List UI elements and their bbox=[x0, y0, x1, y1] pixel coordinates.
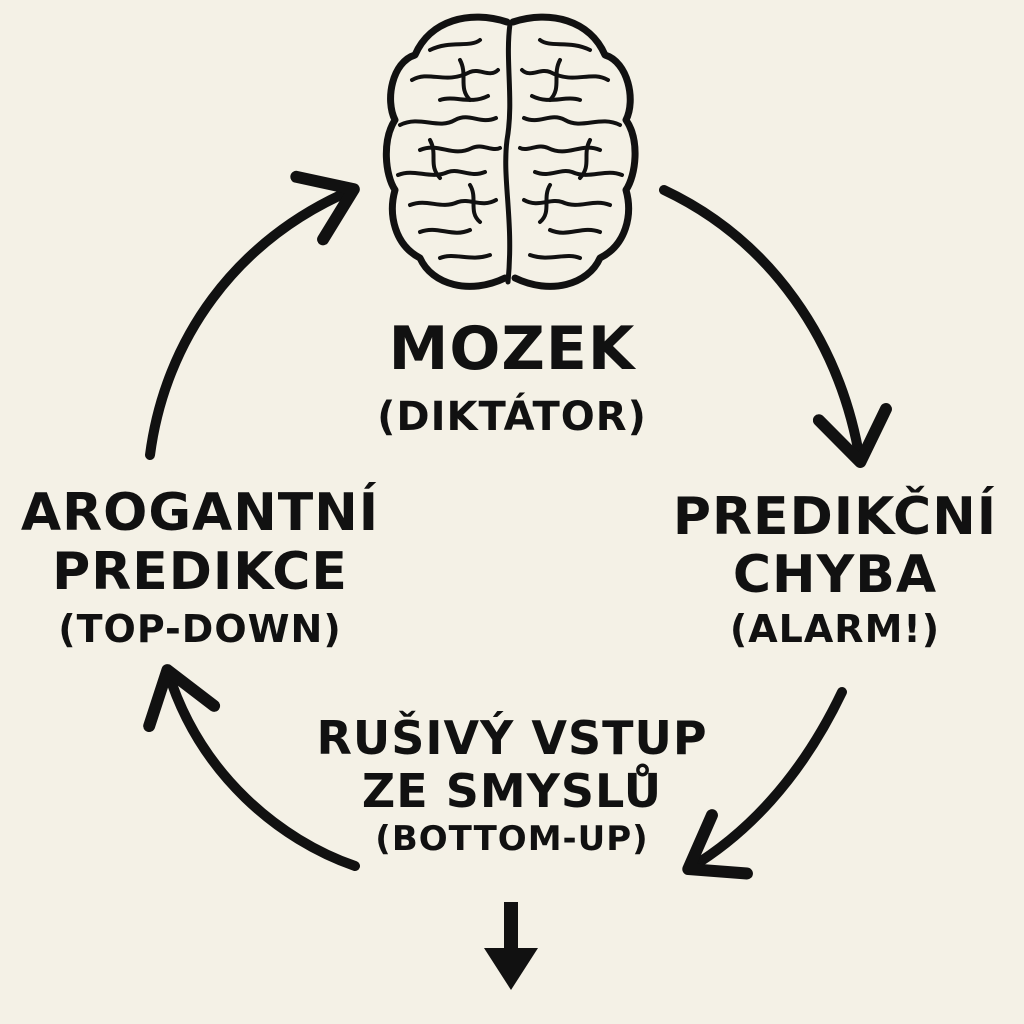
arrow-brain-to-error bbox=[659, 185, 892, 468]
prediction-error-subtitle: (ALARM!) bbox=[729, 607, 941, 652]
node-brain: MOZEK (DIKTÁTOR) bbox=[312, 314, 712, 441]
node-prediction: AROGANTNÍ PREDIKCE (TOP-DOWN) bbox=[10, 484, 390, 651]
prediction-title-line2: PREDIKCE bbox=[52, 541, 348, 602]
brain-subtitle: (DIKTÁTOR) bbox=[377, 394, 647, 440]
arrow-input-to-prediction bbox=[143, 664, 360, 871]
sensory-input-title-line2: ZE SMYSLŮ bbox=[361, 763, 663, 818]
sensory-input-subtitle: (BOTTOM-UP) bbox=[375, 818, 649, 859]
brain-icon bbox=[382, 13, 639, 290]
node-prediction-error: PREDIKČNÍ CHYBA (ALARM!) bbox=[650, 488, 1020, 652]
down-arrow-icon bbox=[484, 902, 538, 990]
prediction-error-title-line1: PREDIKČNÍ bbox=[672, 487, 998, 547]
brain-title: MOZEK bbox=[388, 314, 636, 384]
prediction-error-title-line2: CHYBA bbox=[732, 545, 938, 606]
prediction-title-line1: AROGANTNÍ bbox=[20, 483, 380, 543]
prediction-subtitle: (TOP-DOWN) bbox=[58, 606, 342, 651]
arrow-prediction-to-brain bbox=[145, 170, 360, 460]
arrow-error-to-input bbox=[682, 687, 847, 880]
node-sensory-input: RUŠIVÝ VSTUP ZE SMYSLŮ (BOTTOM-UP) bbox=[300, 712, 724, 859]
sensory-input-title-line1: RUŠIVÝ VSTUP bbox=[316, 711, 708, 765]
